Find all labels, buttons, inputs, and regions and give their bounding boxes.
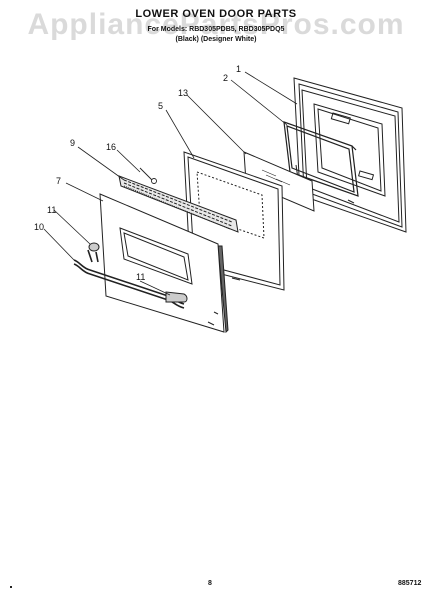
part-outer-door bbox=[99, 193, 229, 334]
callout-label: 1 bbox=[236, 64, 241, 74]
model-numbers: For Models: RBD305PDB5, RBD305PDQ5 bbox=[147, 26, 285, 33]
watermark: AppliancePartsPros.com bbox=[27, 8, 405, 41]
callout-label: 16 bbox=[106, 142, 116, 152]
part-door-glass bbox=[243, 151, 315, 212]
callout-label: 11 bbox=[47, 205, 56, 215]
part-handle-end-cap bbox=[88, 242, 188, 303]
callout-label: 7 bbox=[56, 176, 61, 186]
callout-label: 13 bbox=[178, 88, 188, 98]
document-number: 885712 bbox=[398, 580, 422, 587]
callout-label: 2 bbox=[223, 73, 228, 83]
diagram-title: LOWER OVEN DOOR PARTS bbox=[135, 8, 297, 20]
callout-label: 11 bbox=[136, 272, 145, 282]
callout-label: 10 bbox=[34, 222, 44, 232]
leader-lines bbox=[43, 71, 298, 296]
part-door-gasket bbox=[283, 121, 359, 197]
part-screw bbox=[139, 167, 157, 184]
callout-label: 9 bbox=[70, 138, 75, 148]
finish-colors: (Black) (Designer White) bbox=[175, 36, 257, 43]
page-number: 8 bbox=[208, 580, 212, 587]
page-mark bbox=[10, 586, 12, 588]
callout-labels: 1 2 5 13 9 16 7 11 10 11 bbox=[34, 64, 241, 282]
callout-label: 5 bbox=[158, 101, 163, 111]
part-door-vent-trim bbox=[118, 175, 239, 233]
